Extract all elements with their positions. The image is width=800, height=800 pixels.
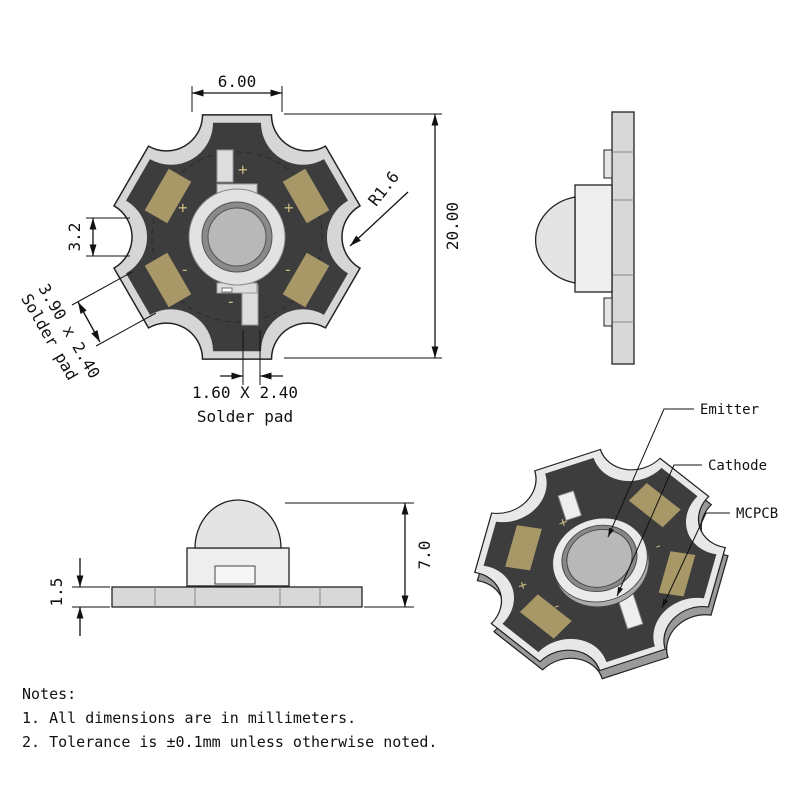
center-pad-size-label: 1.60 X 2.40 bbox=[192, 383, 298, 402]
plus-sign: + bbox=[178, 198, 188, 217]
minus-sign: - bbox=[226, 292, 236, 311]
minus-sign: - bbox=[283, 260, 293, 279]
radius-label: R1.6 bbox=[364, 168, 403, 210]
pad-circle-guide bbox=[151, 151, 323, 323]
dome-lens bbox=[534, 196, 576, 284]
notes-title: Notes: bbox=[22, 685, 77, 703]
plus-sign: + bbox=[238, 160, 248, 179]
cathode-callout-line bbox=[616, 464, 702, 597]
mcpcb-callout-line bbox=[661, 512, 730, 609]
solder-pads bbox=[144, 168, 330, 308]
side-view-right bbox=[534, 111, 635, 365]
emitter-body bbox=[574, 184, 613, 293]
minus-sign: - bbox=[180, 260, 190, 279]
anode-lead bbox=[216, 149, 234, 183]
isometric-view: + + - - Emitter Cathode MCPCB bbox=[473, 402, 778, 680]
emitter-label: Emitter bbox=[700, 402, 759, 418]
emitter-lens-3d bbox=[566, 529, 633, 588]
emitter-lens bbox=[207, 207, 267, 267]
emitter-callout-line bbox=[607, 408, 694, 538]
note-2: 2. Tolerance is ±0.1mm unless otherwise … bbox=[22, 733, 438, 751]
side-pad-dimension bbox=[77, 301, 101, 343]
solder-pad bbox=[282, 252, 330, 308]
center-pad-caption: Solder pad bbox=[197, 407, 293, 426]
mcpcb-label: MCPCB bbox=[736, 506, 778, 522]
solder-pad bbox=[282, 168, 330, 224]
board-thickness-label: 1.5 bbox=[47, 578, 66, 607]
plus-sign: + bbox=[557, 514, 570, 531]
led-emitter-top bbox=[188, 149, 286, 326]
minus-sign: - bbox=[550, 598, 563, 615]
solder-pad bbox=[144, 252, 192, 308]
radius-leader bbox=[349, 191, 409, 247]
top-view: + + + - - - 6.00 20.00 R1.6 3.2 3.90 x 2… bbox=[17, 72, 462, 426]
notch-label: 3.2 bbox=[65, 223, 84, 252]
height-label: 20.00 bbox=[443, 202, 462, 250]
dome-lens bbox=[194, 499, 282, 549]
cathode-label: Cathode bbox=[708, 458, 767, 474]
note-1: 1. All dimensions are in millimeters. bbox=[22, 709, 357, 727]
minus-sign: - bbox=[652, 538, 665, 555]
width-label: 6.00 bbox=[218, 72, 257, 91]
board-edge bbox=[611, 111, 635, 365]
solder-pad bbox=[144, 168, 192, 224]
board-edge bbox=[111, 586, 363, 608]
side-view-bottom: 7.0 1.5 bbox=[47, 499, 434, 636]
plus-sign: + bbox=[516, 577, 529, 594]
plus-sign: + bbox=[284, 198, 294, 217]
total-height-label: 7.0 bbox=[415, 541, 434, 570]
